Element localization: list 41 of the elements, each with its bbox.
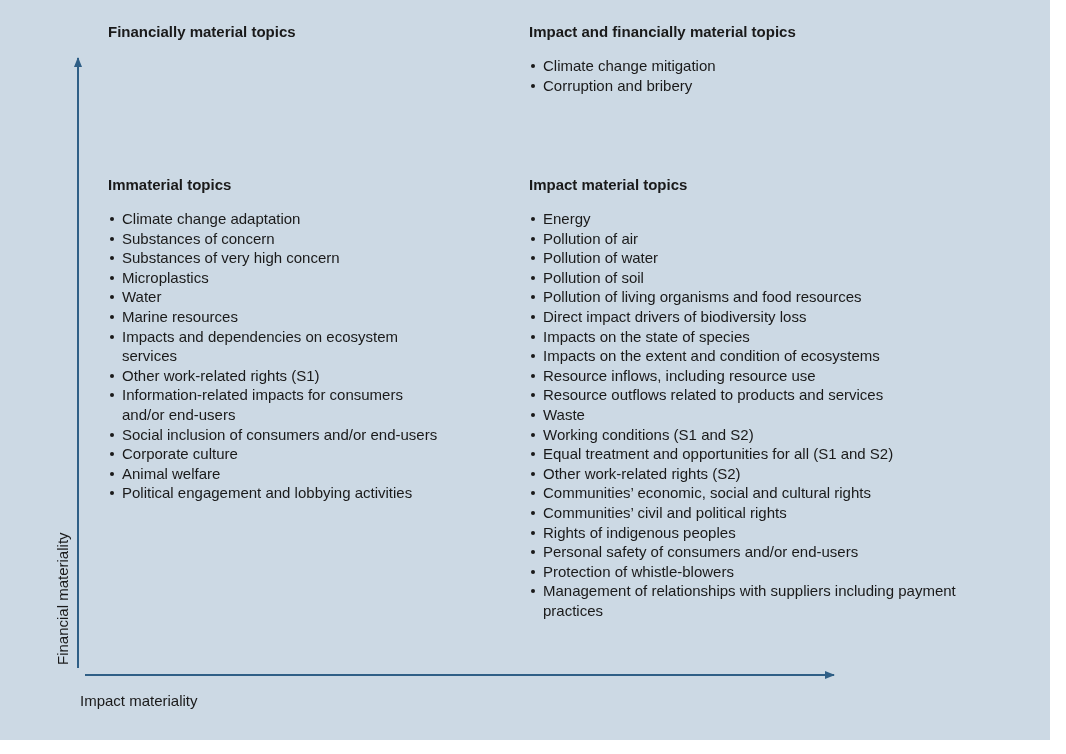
bullet-item: Corporate culture (122, 444, 438, 464)
bullet-item: Animal welfare (122, 463, 438, 484)
bullet-item: Energy (543, 209, 969, 229)
bullet-item: Pollution of air (543, 228, 969, 249)
bullet-item: Impacts and dependencies on ecosystem services (122, 326, 438, 366)
bullet-item: Communities’ economic, social and cultural rights (543, 483, 969, 503)
bullet-item: Impacts on the extent and condition of ecosystems (543, 346, 969, 366)
bullet-item: Other work-related rights (S2) (543, 463, 969, 484)
bullet-item: Climate change mitigation (543, 56, 1009, 76)
bullet-item: Waste (543, 404, 969, 425)
section-heading: Impact and financially material topics (529, 22, 797, 42)
bullet-item: Resource inflows, including resource use (543, 365, 969, 386)
axis-label: Impact materiality (80, 692, 198, 709)
bullet-item: Equal treatment and opportunities for all (S1 and S2) (543, 444, 969, 464)
bullet-item: Water (122, 287, 438, 307)
bullet-item: Personal safety of consumers and/or end-users (543, 542, 969, 562)
section-heading: Financially material topics (108, 22, 297, 42)
bullet-item: Substances of concern (122, 228, 438, 249)
bullet-item: Substances of very high concern (122, 248, 438, 268)
bullet-item: Impacts on the state of species (543, 326, 969, 347)
bullet-item: Rights of indigenous peoples (543, 522, 969, 543)
section-heading: Immaterial topics (108, 175, 233, 195)
bullet-item: Pollution of living organisms and food resources (543, 287, 969, 307)
bullet-item: Communities’ civil and political rights (543, 502, 969, 523)
bullet-item: Protection of whistle-blowers (543, 561, 969, 582)
bullet-item: Corruption and bribery (543, 75, 1009, 96)
bullet-item: Social inclusion of consumers and/or end-users (122, 424, 438, 445)
bullet-item: Management of relationships with suppliers including payment practices (543, 581, 969, 621)
bullet-item: Pollution of soil (543, 267, 969, 288)
bullet-item: Direct impact drivers of biodiversity loss (543, 306, 969, 327)
bullet-item: Working conditions (S1 and S2) (543, 424, 969, 445)
bullet-item: Climate change adaptation (122, 209, 438, 229)
bullet-item: Pollution of water (543, 248, 969, 268)
bullet-item: Resource outflows related to products and services (543, 385, 969, 405)
bullet-item: Information-related impacts for consumers and/or end-users (122, 385, 438, 425)
bullet-item: Political engagement and lobbying activities (122, 483, 438, 503)
bullet-item: Marine resources (122, 306, 438, 327)
bullet-item: Microplastics (122, 267, 438, 288)
section-heading: Impact material topics (529, 175, 689, 195)
bullet-item: Other work-related rights (S1) (122, 365, 438, 386)
axis-label: Financial materiality (54, 532, 71, 665)
